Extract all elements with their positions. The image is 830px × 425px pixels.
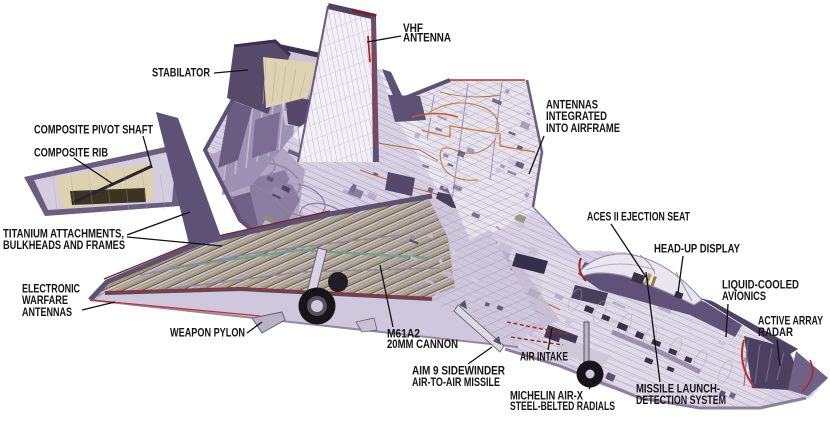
svg-text:AVIONICS: AVIONICS <box>722 291 766 303</box>
svg-text:LIQUID-COOLED: LIQUID-COOLED <box>722 280 799 292</box>
svg-text:BULKHEADS AND FRAMES: BULKHEADS AND FRAMES <box>3 240 125 252</box>
svg-text:STEEL-BELTED RADIALS: STEEL-BELTED RADIALS <box>510 401 615 413</box>
svg-text:ELECTRONIC: ELECTRONIC <box>22 284 80 296</box>
svg-text:ANTENNA: ANTENNA <box>403 33 451 45</box>
svg-text:INTO AIRFRAME: INTO AIRFRAME <box>546 123 620 135</box>
svg-text:COMPOSITE RIB: COMPOSITE RIB <box>34 148 108 160</box>
svg-text:TITANIUM ATTACHMENTS,: TITANIUM ATTACHMENTS, <box>3 229 124 241</box>
svg-text:MICHELIN AIR-X: MICHELIN AIR-X <box>510 391 583 403</box>
svg-text:MISSILE LAUNCH-: MISSILE LAUNCH- <box>636 384 720 396</box>
svg-text:ACTIVE ARRAY: ACTIVE ARRAY <box>758 316 823 328</box>
svg-text:ANTENNAS: ANTENNAS <box>22 307 72 319</box>
svg-text:AIM 9 SIDEWINDER: AIM 9 SIDEWINDER <box>412 366 506 378</box>
svg-text:VHF: VHF <box>403 23 423 35</box>
svg-text:WARFARE: WARFARE <box>22 295 68 307</box>
svg-text:ANTENNAS: ANTENNAS <box>546 100 598 112</box>
svg-text:INTEGRATED: INTEGRATED <box>546 111 607 123</box>
svg-text:WEAPON PYLON: WEAPON PYLON <box>170 328 245 340</box>
svg-text:COMPOSITE PIVOT SHAFT: COMPOSITE PIVOT SHAFT <box>34 125 153 137</box>
svg-text:20MM CANNON: 20MM CANNON <box>387 339 458 351</box>
svg-text:RADAR: RADAR <box>758 327 794 339</box>
svg-text:STABILATOR: STABILATOR <box>152 68 211 80</box>
svg-text:ACES II EJECTION SEAT: ACES II EJECTION SEAT <box>587 212 690 224</box>
svg-text:AIR-TO-AIR MISSILE: AIR-TO-AIR MISSILE <box>412 377 500 389</box>
svg-text:HEAD-UP DISPLAY: HEAD-UP DISPLAY <box>654 244 740 256</box>
svg-text:AIR INTAKE: AIR INTAKE <box>520 352 568 364</box>
svg-text:M61A2: M61A2 <box>387 329 420 341</box>
svg-text:DETECTION SYSTEM: DETECTION SYSTEM <box>636 395 726 407</box>
